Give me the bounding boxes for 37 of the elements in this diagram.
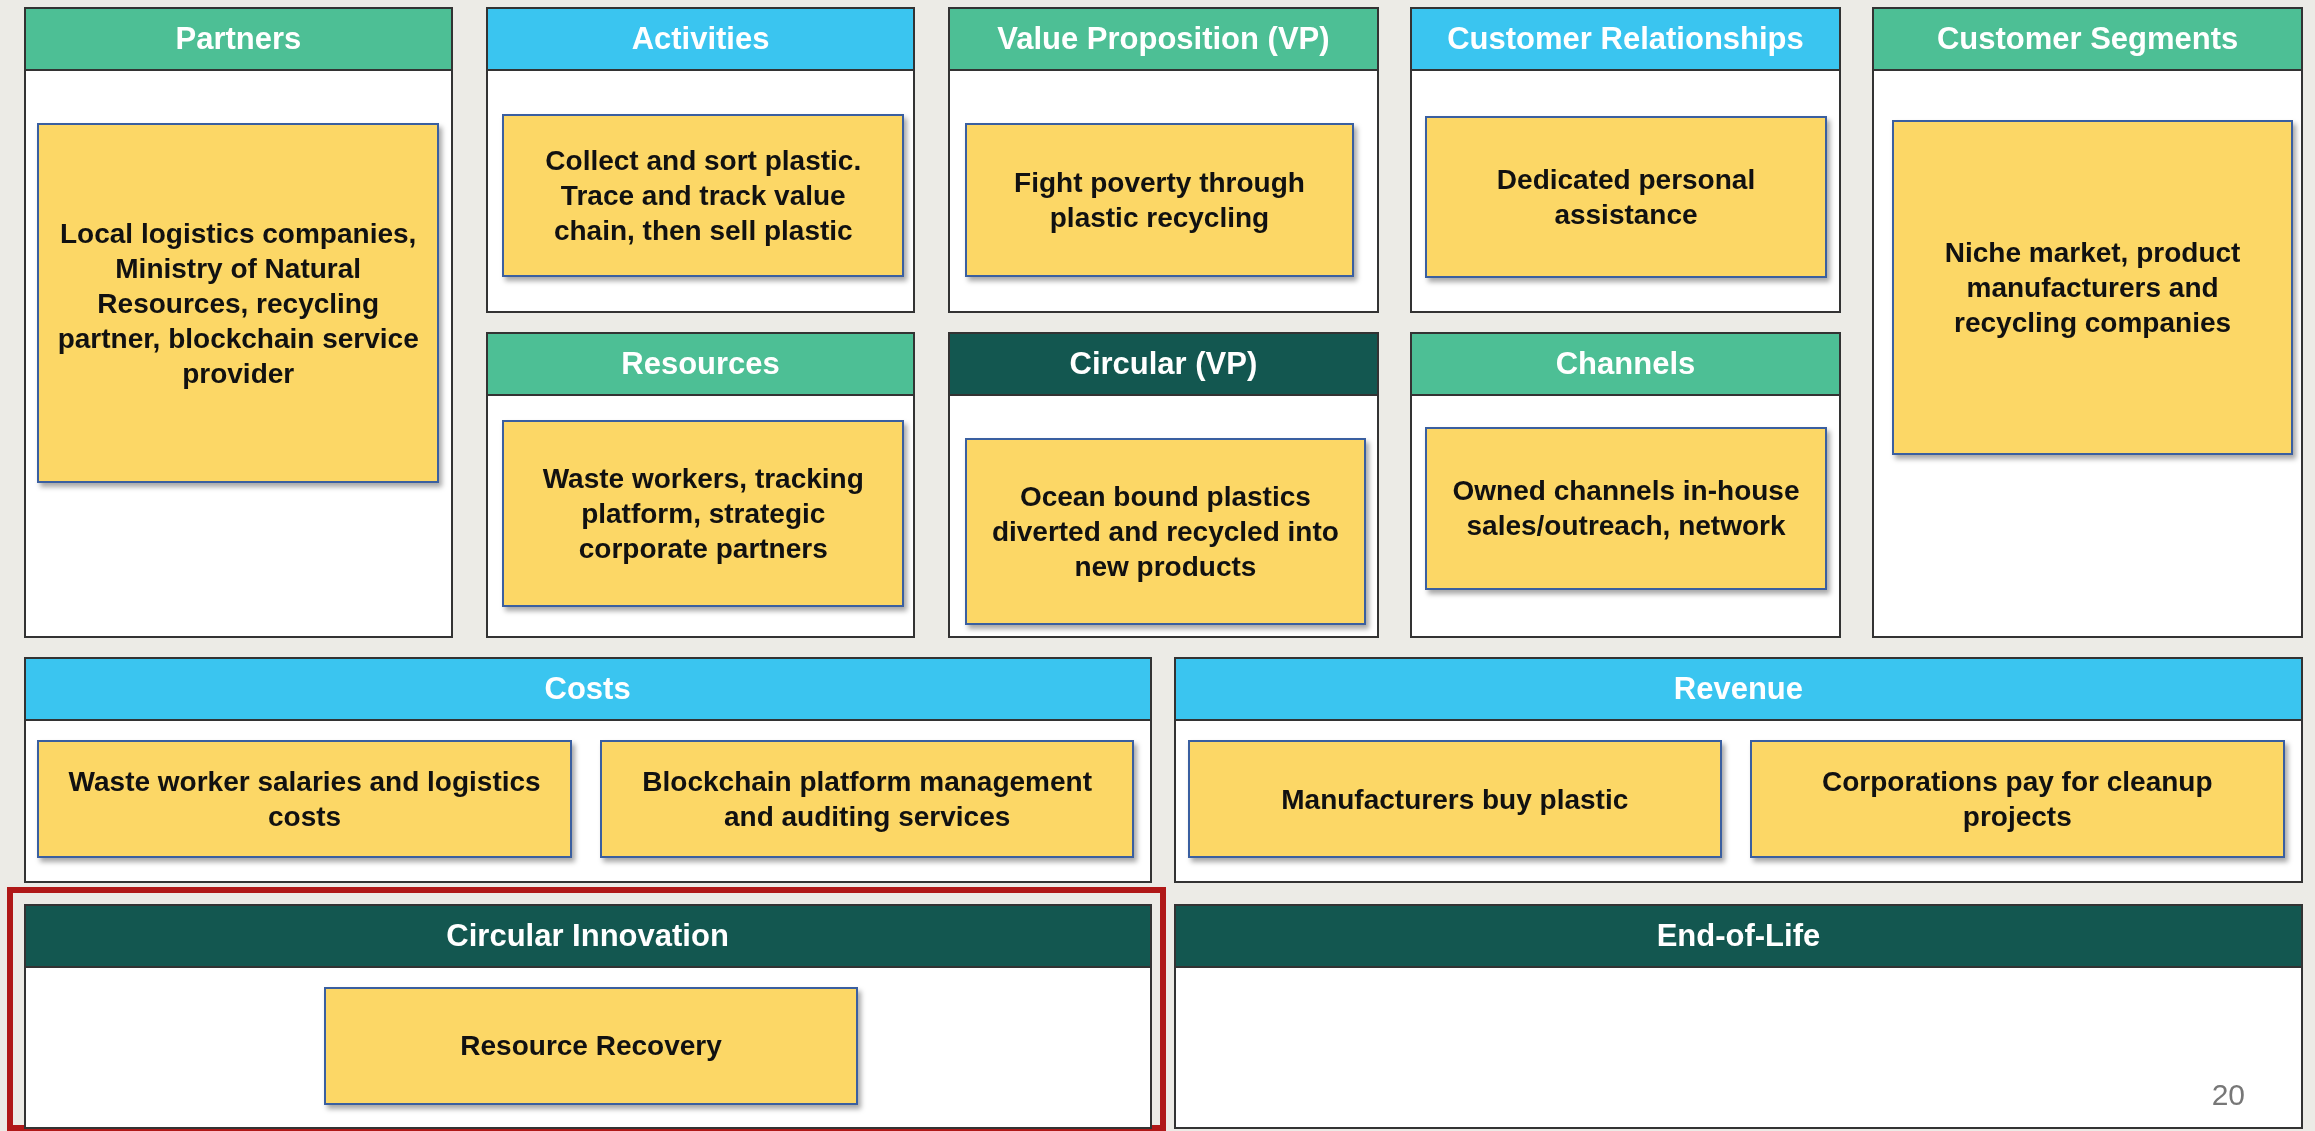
section-header: Resources [487,334,914,397]
canvas-panel [23,7,454,638]
canvas-panel [1409,332,1842,638]
sticky-note: Owned channels in-house sales/outreach, network [1425,427,1827,590]
section-header: Revenue [1175,659,2302,721]
canvas-panel [1409,7,1842,313]
sticky-note: Blockchain platform management and auditing services [599,740,1135,859]
sticky-note: Dedicated personal assistance [1425,115,1827,279]
section-header: End-of-Life [1175,905,2302,968]
section-header: Circular (VP) [949,334,1377,397]
section-header: Customer Relationships [1411,9,1840,72]
canvas-panel [1872,7,2304,638]
sticky-note: Corporations pay for cleanup projects [1750,740,2285,859]
canvas-panel [485,332,916,638]
canvas-panel [485,7,916,313]
sticky-note: Manufacturers buy plastic [1187,740,1722,859]
section-header: Partners [25,9,452,72]
section-header: Value Proposition (VP) [949,9,1377,72]
section-header: Channels [1411,334,1840,397]
section-header: Activities [487,9,914,72]
sticky-note: Resource Recovery [323,986,859,1105]
canvas-panel [947,7,1379,313]
canvas-panel [1173,657,2304,883]
sticky-note: Waste worker salaries and logistics costs [37,740,572,859]
canvas-panel [23,657,1152,883]
section-header: Customer Segments [1874,9,2302,72]
sticky-note: Waste workers, tracking platform, strategic corporate partners [502,419,905,608]
sticky-note: Niche market, product manufacturers and recycling companies [1891,120,2294,456]
canvas-panel [947,332,1379,638]
sticky-note: Ocean bound plastics diverted and recycled into new products [964,437,1367,626]
section-header: Circular Innovation [25,905,1150,968]
sticky-note: Collect and sort plastic. Trace and track value chain, then sell plastic [502,114,905,277]
sticky-note: Fight poverty through plastic recycling [964,123,1355,277]
page-number: 20 [2211,1077,2245,1112]
sticky-note: Local logistics companies, Ministry of Natural Resources, recycling partner, blockchain service provider [37,123,439,484]
section-header: Costs [25,659,1150,721]
canvas-panel [1173,903,2304,1130]
